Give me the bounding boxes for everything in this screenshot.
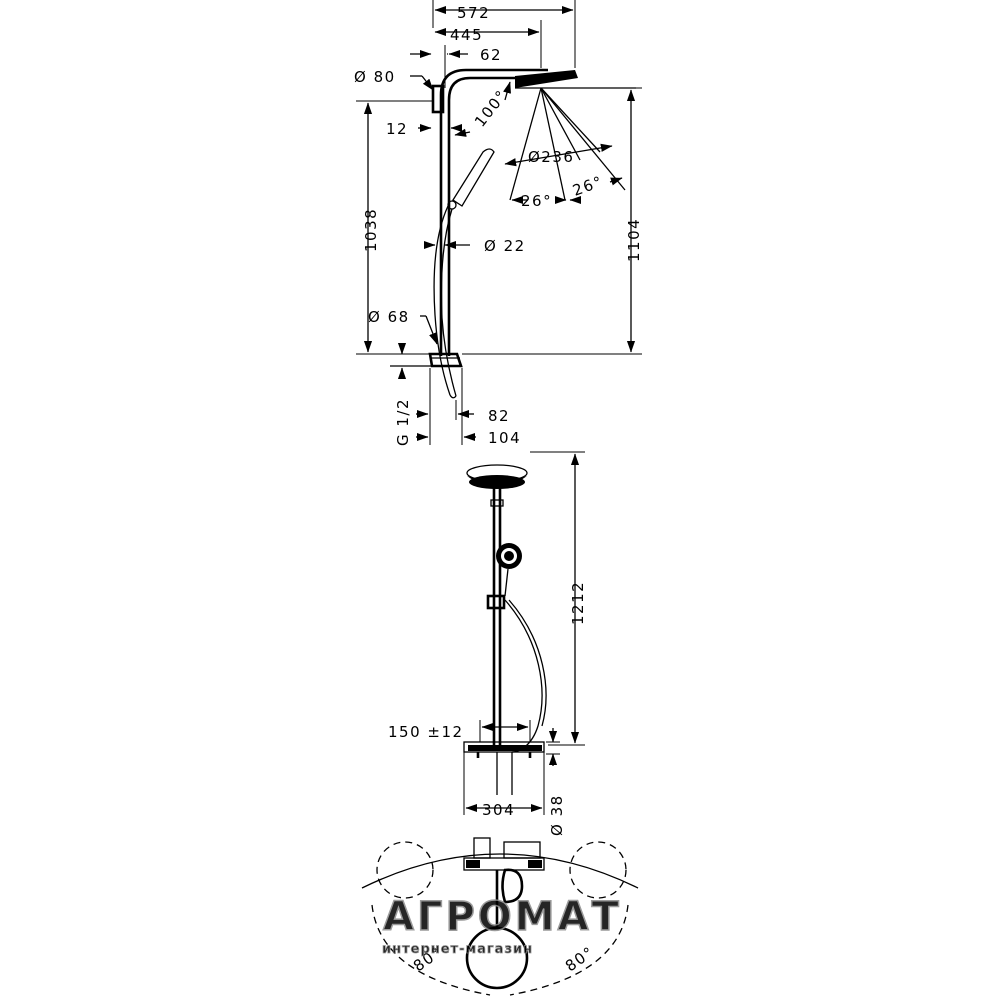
dimension-304: 304: [463, 752, 545, 819]
dimension-445: 445: [434, 20, 542, 68]
watermark-brand: АГРОМАТ: [383, 894, 622, 940]
label-62: 62: [480, 46, 502, 64]
dimension-1038: 1038: [356, 100, 434, 355]
column-pipe: [439, 68, 548, 356]
dimension-dia-236: Ø236: [504, 143, 613, 167]
dimension-dia-80: Ø 80: [354, 68, 434, 91]
label-dia-68: Ø 68: [368, 308, 410, 326]
dimension-thread: G 1/2: [390, 342, 432, 446]
dimension-12: 12: [386, 120, 463, 138]
wall-bracket-top: [431, 84, 445, 114]
hand-shower: [447, 148, 495, 210]
shower-hose: [433, 205, 457, 399]
watermark: АГРОМАТ интернет-магазин: [382, 893, 622, 957]
swing-position-right: [569, 841, 627, 899]
label-dia-80: Ø 80: [354, 68, 396, 86]
plan-mixer: [463, 837, 545, 904]
swing-arc-left: [371, 904, 491, 996]
label-150: 150 ±12: [388, 723, 464, 741]
dimension-dia-22: Ø 22: [423, 237, 526, 255]
bottom-wall-connection: [428, 352, 463, 368]
thermostat-mixer: [463, 741, 545, 795]
label-304: 304: [482, 801, 515, 819]
dimension-62: 62: [410, 45, 502, 88]
label-dia-38: Ø 38: [548, 794, 566, 836]
side-view: 572 445 62 Ø 80 12 100°: [354, 0, 643, 447]
label-1212: 1212: [569, 581, 587, 625]
label-dia-22: Ø 22: [484, 237, 526, 255]
dimension-1212: 1212: [530, 451, 587, 746]
front-hose: [504, 599, 547, 753]
label-1104: 1104: [625, 218, 643, 262]
front-hand-shower: [486, 543, 522, 610]
dimension-1104: 1104: [462, 87, 643, 355]
label-thread: G 1/2: [394, 398, 412, 446]
label-572: 572: [457, 4, 490, 22]
watermark-tagline: интернет-магазин: [382, 942, 533, 957]
label-104: 104: [488, 429, 521, 447]
swing-position-left: [376, 841, 434, 899]
dimension-dia-38: Ø 38: [546, 728, 566, 836]
front-view: 1212 150 ±12 304 Ø 38: [388, 451, 587, 836]
dimension-150: 150 ±12: [388, 720, 531, 742]
swing-arc: [361, 853, 639, 889]
label-82: 82: [488, 407, 510, 425]
dimension-spray-angles: 26° 26°: [511, 172, 623, 210]
front-column-pipe: [490, 488, 504, 745]
label-1038: 1038: [362, 208, 380, 252]
label-12: 12: [386, 120, 408, 138]
label-angle-right: 80°: [562, 943, 598, 976]
label-dia-236: Ø236: [528, 148, 574, 166]
spray-pattern-lines: [509, 87, 626, 201]
dimension-572: 572: [432, 0, 576, 68]
label-angle-26-right: 26°: [570, 172, 605, 200]
dimension-82-104: 82 104: [416, 368, 521, 447]
overhead-shower-head: [515, 70, 636, 89]
label-angle-100: 100°: [471, 86, 511, 130]
swing-arc-right: [509, 904, 629, 996]
label-angle-26-left: 26°: [521, 192, 552, 210]
dimension-dia-68: Ø 68: [368, 308, 438, 345]
label-445: 445: [450, 26, 483, 44]
dimension-angle-100: 100°: [454, 81, 511, 137]
front-overhead-shower: [466, 464, 528, 489]
